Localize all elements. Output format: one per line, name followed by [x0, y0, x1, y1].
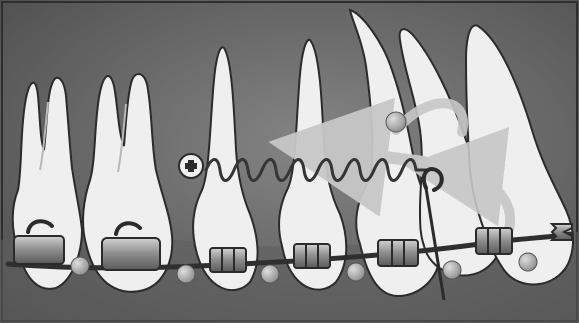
- bracket-canine: [378, 240, 418, 266]
- contact-marker: [347, 263, 365, 281]
- contact-marker: [71, 257, 89, 275]
- bracket-lateral-incisor: [476, 228, 512, 254]
- contact-marker: [386, 112, 406, 132]
- contact-marker: [443, 261, 461, 279]
- bracket-premolar-1: [210, 248, 246, 272]
- contact-marker: [519, 253, 537, 271]
- contact-marker: [261, 265, 279, 283]
- plus-icon: [179, 154, 203, 178]
- contact-marker: [177, 265, 195, 283]
- bracket-premolar-2: [294, 244, 330, 268]
